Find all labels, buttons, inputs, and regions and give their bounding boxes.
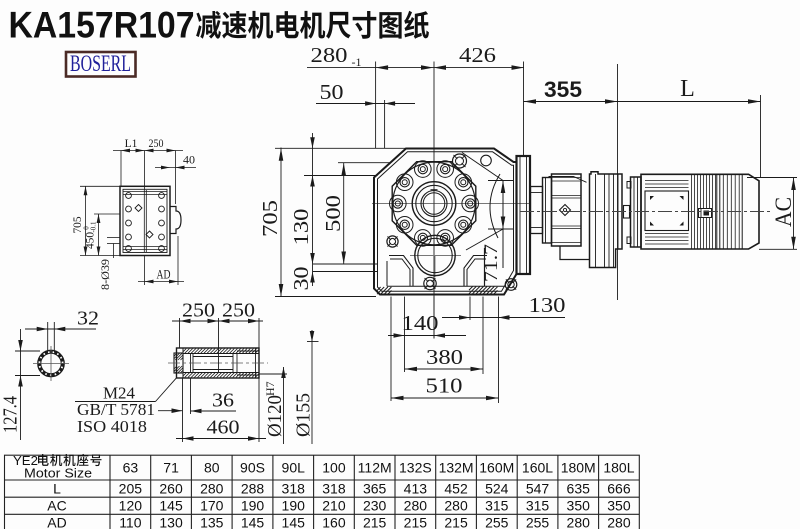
svg-text:510: 510: [426, 374, 463, 398]
svg-text:127.4: 127.4: [0, 396, 22, 433]
svg-text:215: 215: [444, 515, 468, 529]
svg-text:32: 32: [77, 308, 99, 330]
svg-text:40: 40: [183, 155, 195, 167]
svg-text:L: L: [680, 76, 695, 102]
svg-text:250: 250: [222, 300, 255, 322]
svg-text:230: 230: [363, 497, 387, 513]
svg-text:500: 500: [321, 195, 345, 232]
svg-text:KA157R107: KA157R107: [9, 4, 195, 46]
svg-text:H7: H7: [263, 381, 277, 396]
svg-text:63: 63: [123, 460, 139, 476]
svg-text:145: 145: [159, 497, 183, 513]
svg-text:215: 215: [363, 515, 387, 529]
svg-text:288: 288: [241, 480, 265, 496]
svg-text:524: 524: [485, 480, 509, 496]
svg-text:100: 100: [322, 460, 346, 476]
svg-text:452: 452: [444, 480, 468, 496]
svg-text:280: 280: [404, 497, 428, 513]
svg-text:280: 280: [311, 43, 348, 67]
svg-text:132S: 132S: [399, 460, 432, 476]
svg-text:315: 315: [485, 497, 509, 513]
svg-text:140: 140: [402, 311, 439, 335]
svg-text:135: 135: [200, 515, 224, 529]
svg-text:AC: AC: [47, 497, 66, 513]
svg-text:280: 280: [444, 497, 468, 513]
svg-text:355: 355: [544, 77, 582, 102]
svg-text:426: 426: [459, 43, 496, 67]
svg-text:ISO 4018: ISO 4018: [77, 417, 147, 436]
svg-text:120: 120: [119, 497, 143, 513]
svg-text:635: 635: [567, 480, 591, 496]
svg-text:145: 145: [241, 515, 265, 529]
svg-text:145: 145: [282, 515, 306, 529]
svg-text:705: 705: [72, 216, 84, 233]
svg-text:460: 460: [207, 417, 240, 439]
svg-text:AD: AD: [47, 515, 66, 529]
svg-text:BOSERL: BOSERL: [70, 51, 131, 76]
svg-text:160: 160: [322, 515, 346, 529]
svg-text:190: 190: [282, 497, 306, 513]
svg-text:M24: M24: [103, 384, 135, 403]
svg-text:71.7: 71.7: [481, 244, 502, 282]
svg-text:71: 71: [163, 460, 179, 476]
svg-text:AC: AC: [771, 197, 797, 227]
svg-text:205: 205: [119, 480, 143, 496]
svg-text:190: 190: [241, 497, 265, 513]
svg-text:380: 380: [426, 345, 463, 369]
svg-text:L1: L1: [125, 138, 138, 150]
svg-text:350: 350: [607, 497, 631, 513]
svg-text:AD: AD: [157, 268, 171, 282]
svg-text:L: L: [53, 480, 61, 496]
svg-text:705: 705: [258, 200, 282, 237]
svg-text:250: 250: [149, 138, 164, 150]
svg-text:160M: 160M: [479, 460, 514, 476]
svg-text:450: 450: [85, 232, 97, 249]
svg-text:30: 30: [289, 267, 313, 291]
svg-text:180M: 180M: [561, 460, 596, 476]
svg-text:260: 260: [159, 480, 183, 496]
svg-text:255: 255: [485, 515, 509, 529]
svg-text:210: 210: [322, 497, 346, 513]
svg-text:90S: 90S: [240, 460, 265, 476]
svg-text:90L: 90L: [282, 460, 306, 476]
svg-text:280: 280: [200, 480, 224, 496]
svg-text:280: 280: [607, 515, 631, 529]
svg-text:280: 280: [567, 515, 591, 529]
svg-text:666: 666: [607, 480, 631, 496]
svg-text:318: 318: [322, 480, 346, 496]
svg-text:318: 318: [282, 480, 306, 496]
svg-text:36: 36: [212, 390, 234, 412]
svg-text:130: 130: [529, 293, 566, 317]
svg-text:50: 50: [320, 80, 344, 104]
svg-text:130: 130: [289, 209, 313, 246]
svg-text:112M: 112M: [358, 460, 392, 476]
svg-text:350: 350: [567, 497, 591, 513]
svg-text:132M: 132M: [439, 460, 474, 476]
svg-text:255: 255: [526, 515, 550, 529]
svg-text:160L: 160L: [522, 460, 553, 476]
svg-text:Motor Size: Motor Size: [24, 466, 92, 480]
svg-text:YE2: YE2: [13, 453, 38, 468]
svg-text:170: 170: [200, 497, 224, 513]
svg-text:547: 547: [526, 480, 550, 496]
svg-text:80: 80: [204, 460, 220, 476]
svg-text:315: 315: [526, 497, 550, 513]
svg-text:365: 365: [363, 480, 387, 496]
svg-text:-0.1: -0.1: [90, 221, 98, 233]
svg-text:-1: -1: [352, 55, 362, 69]
svg-text:8-Ø39: 8-Ø39: [98, 259, 112, 290]
svg-text:130: 130: [159, 515, 183, 529]
svg-text:0: 0: [83, 226, 91, 230]
svg-text:Ø155: Ø155: [293, 393, 315, 437]
svg-text:180L: 180L: [603, 460, 634, 476]
svg-text:110: 110: [119, 515, 142, 529]
svg-text:GB/T 5781: GB/T 5781: [77, 400, 155, 419]
svg-text:250: 250: [182, 300, 215, 322]
svg-text:Ø120: Ø120: [264, 395, 286, 437]
svg-text:215: 215: [404, 515, 428, 529]
svg-text:413: 413: [404, 480, 428, 496]
